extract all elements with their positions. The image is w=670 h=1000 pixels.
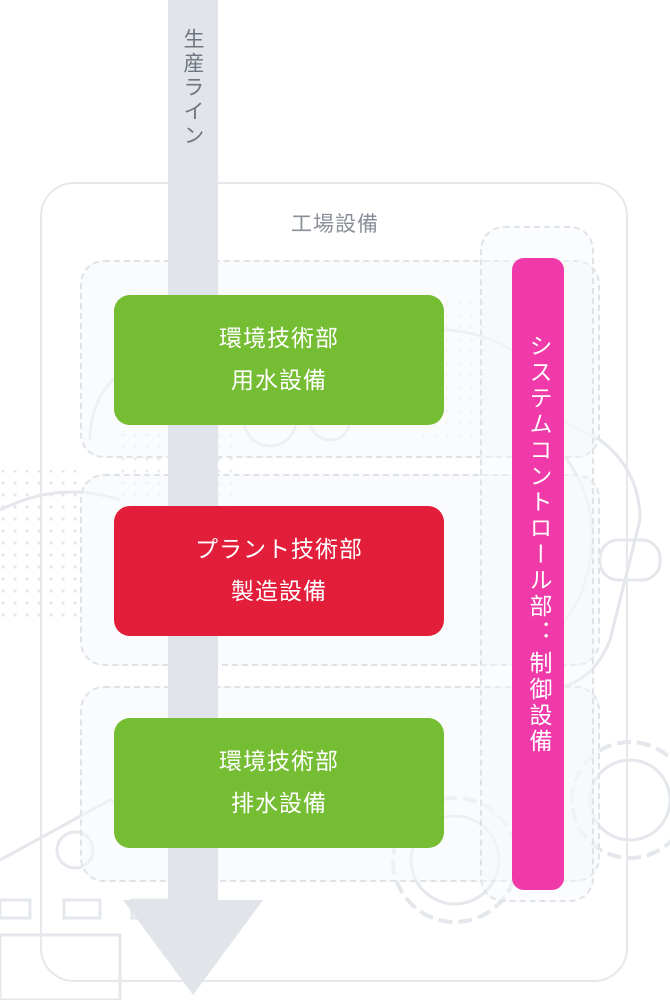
building-window-2: [62, 898, 102, 920]
manufacturing-box: プラント技術部 製造設備: [114, 506, 444, 636]
system-control-separator: ：: [525, 620, 551, 651]
system-control-dept: システムコントロール部: [525, 334, 551, 620]
manufacturing-dept: プラント技術部: [195, 537, 363, 563]
wastewater-dept: 環境技術部: [219, 749, 339, 775]
water-supply-equipment: 用水設備: [231, 368, 327, 394]
water-supply-box: 環境技術部 用水設備: [114, 295, 444, 425]
system-control-equipment: 制御設備: [525, 651, 551, 755]
building-window-1: [0, 898, 32, 920]
building-shutter: [0, 933, 122, 1000]
wastewater-box: 環境技術部 排水設備: [114, 718, 444, 848]
production-line-label: 生産ライン: [181, 28, 205, 148]
machine-panel: [598, 538, 662, 582]
system-control-bar: システムコントロール部：制御設備: [512, 258, 564, 890]
water-supply-dept: 環境技術部: [219, 326, 339, 352]
wastewater-equipment: 排水設備: [231, 791, 327, 817]
manufacturing-equipment: 製造設備: [231, 579, 327, 605]
factory-equipment-frame: [40, 182, 628, 982]
frame-title: 工場設備: [291, 212, 379, 236]
system-control-text: システムコントロール部：制御設備: [512, 334, 564, 755]
production-line-arrowhead: [123, 900, 263, 995]
